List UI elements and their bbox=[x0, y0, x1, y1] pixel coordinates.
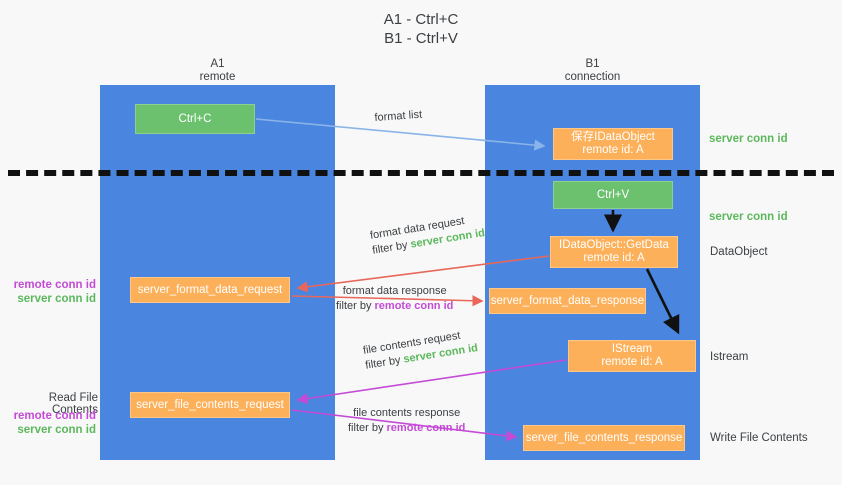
lane-header-a1: A1 remote bbox=[100, 58, 335, 84]
node-istream[interactable]: IStream remote id: A bbox=[568, 340, 696, 372]
annotation-read-file-contents: Read File Contents bbox=[48, 392, 98, 416]
title-line-2: B1 - Ctrl+V bbox=[384, 30, 458, 47]
node-ctrl-v-label: Ctrl+V bbox=[596, 188, 630, 201]
annotation-remote-conn-id-2: remote conn id bbox=[13, 410, 96, 422]
node-server-file-contents-request-label: server_file_contents_request bbox=[136, 398, 284, 411]
edge-label-file-contents-request: file contents request filter by server c… bbox=[362, 326, 479, 373]
page-title: A1 - Ctrl+C B1 - Ctrl+V bbox=[0, 10, 842, 48]
node-idataobject-getdata-sub: remote id: A bbox=[583, 252, 645, 264]
lane-a1-name: A1 bbox=[210, 58, 225, 70]
node-server-format-data-request-label: server_format_data_request bbox=[137, 283, 283, 296]
annotation-group-file: remote conn id server conn id bbox=[6, 409, 96, 437]
annotation-server-conn-id-1: server conn id bbox=[17, 293, 96, 305]
node-ctrl-c[interactable]: Ctrl+C bbox=[135, 104, 255, 134]
node-server-file-contents-response-label: server_file_contents_response bbox=[525, 431, 683, 444]
phase-divider bbox=[8, 170, 834, 176]
edge-label-file-contents-response-line2: filter by remote conn id bbox=[348, 421, 465, 436]
node-istream-sub: remote id: A bbox=[601, 356, 663, 368]
annotation-remote-conn-id-1: remote conn id bbox=[13, 279, 96, 291]
node-idataobject-getdata[interactable]: IDataObject::GetData remote id: A bbox=[550, 236, 678, 268]
filter-prefix: filter by bbox=[371, 238, 412, 257]
annotation-server-conn-id-top: server conn id bbox=[709, 133, 788, 145]
filter-prefix: filter by bbox=[336, 300, 375, 312]
edge-label-file-contents-response-line1: file contents response bbox=[353, 407, 461, 419]
filter-prefix: filter by bbox=[348, 422, 387, 434]
edge-label-file-contents-response: file contents response filter by remote … bbox=[348, 406, 465, 436]
annotation-server-conn-id-2: server conn id bbox=[17, 424, 96, 436]
title-line-1: A1 - Ctrl+C bbox=[383, 11, 459, 28]
lane-b1-name: B1 bbox=[585, 58, 600, 70]
edge-label-format-data-response-line2: filter by remote conn id bbox=[336, 299, 453, 314]
node-server-format-data-request[interactable]: server_format_data_request bbox=[130, 277, 290, 303]
filter-key-remote-conn-id: remote conn id bbox=[374, 300, 454, 312]
node-save-idataobject[interactable]: 保存IDataObject remote id: A bbox=[553, 128, 673, 160]
lane-header-b1: B1 connection bbox=[485, 58, 700, 84]
annotation-server-conn-id-mid: server conn id bbox=[709, 211, 788, 223]
node-save-idataobject-label: 保存IDataObject bbox=[571, 131, 655, 143]
node-server-format-data-response[interactable]: server_format_data_response bbox=[489, 288, 646, 314]
node-ctrl-v[interactable]: Ctrl+V bbox=[553, 181, 673, 209]
filter-prefix: filter by bbox=[364, 353, 405, 372]
lane-a1-subtitle: remote bbox=[199, 71, 236, 83]
annotation-group-format: remote conn id server conn id bbox=[6, 278, 96, 306]
annotation-write-file-contents: Write File Contents bbox=[710, 432, 808, 444]
filter-key-remote-conn-id: remote conn id bbox=[386, 422, 466, 434]
edge-label-format-data-response: format data response filter by remote co… bbox=[336, 284, 453, 314]
node-ctrl-c-label: Ctrl+C bbox=[178, 112, 212, 125]
edge-label-format-list-line1: format list bbox=[374, 108, 423, 124]
edge-label-format-list: format list bbox=[374, 108, 423, 126]
node-idataobject-getdata-label: IDataObject::GetData bbox=[559, 239, 669, 251]
node-save-idataobject-sub: remote id: A bbox=[582, 144, 644, 156]
node-server-format-data-response-label: server_format_data_response bbox=[490, 294, 645, 307]
edge-label-format-data-request: format data request filter by server con… bbox=[369, 211, 486, 258]
annotation-istream: Istream bbox=[710, 351, 749, 363]
node-istream-label: IStream bbox=[611, 343, 653, 355]
edge-label-format-data-response-line1: format data response bbox=[342, 285, 447, 297]
annotation-dataobject: DataObject bbox=[710, 246, 768, 258]
lane-b1-subtitle: connection bbox=[564, 71, 621, 83]
node-server-file-contents-response[interactable]: server_file_contents_response bbox=[523, 425, 685, 451]
node-server-file-contents-request[interactable]: server_file_contents_request bbox=[130, 392, 290, 418]
